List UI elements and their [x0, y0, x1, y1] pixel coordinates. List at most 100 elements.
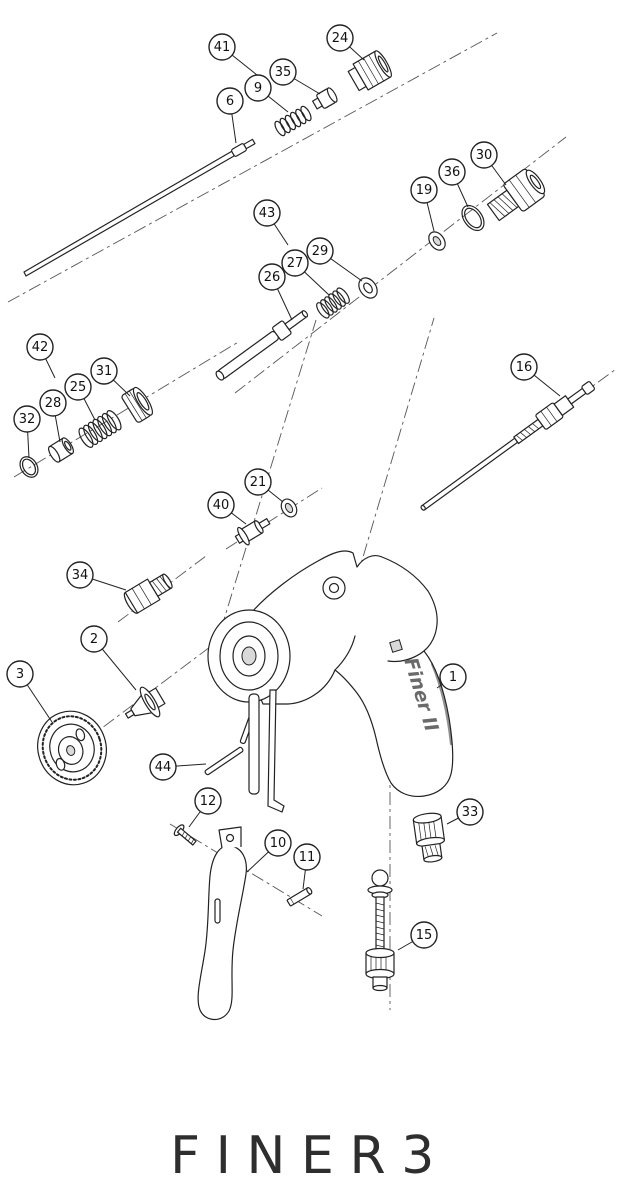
part-callout-30: 30 — [470, 141, 507, 186]
part-callout-21: 21 — [244, 468, 284, 503]
callout-balloon-28 — [39, 389, 67, 417]
callout-balloon-29 — [306, 237, 334, 265]
callout-balloon-27 — [281, 249, 309, 277]
callout-number-1: 1 — [449, 670, 457, 685]
callout-balloon-43 — [253, 199, 281, 227]
callout-balloon-32 — [13, 405, 41, 433]
part-callout-15: 15 — [397, 921, 438, 951]
part-9-needle-spring — [274, 105, 312, 137]
part-callout-32: 32 — [13, 405, 41, 459]
part-15-fluid-adjust-assembly — [365, 869, 395, 992]
callout-number-11: 11 — [299, 850, 316, 865]
part-callout-34: 34 — [66, 561, 127, 591]
trigger-link-bar — [248, 693, 260, 795]
part-callout-9: 9 — [244, 74, 289, 113]
callout-number-2: 2 — [90, 632, 98, 647]
part-1-gun-body: Finer II — [207, 550, 454, 813]
callout-balloon-35 — [269, 58, 297, 86]
part-callout-19: 19 — [410, 176, 438, 232]
part-30-hose-connector — [486, 168, 546, 222]
part-callout-1: 1 — [436, 663, 467, 691]
callout-balloon-19 — [410, 176, 438, 204]
callout-layer: 4124359630361943292726423125283216214034… — [6, 24, 561, 951]
callout-number-44: 44 — [155, 760, 172, 775]
part-callout-43: 43 — [253, 199, 289, 246]
part-callout-27: 27 — [281, 249, 330, 296]
part-callout-41: 41 — [208, 33, 263, 80]
callout-number-19: 19 — [416, 183, 433, 198]
callout-number-28: 28 — [45, 396, 62, 411]
callout-number-35: 35 — [275, 65, 292, 80]
callout-balloon-44 — [149, 753, 177, 781]
callout-balloon-1 — [439, 663, 467, 691]
callout-balloon-12 — [194, 787, 222, 815]
callout-balloon-41 — [208, 33, 236, 61]
part-callout-11: 11 — [293, 843, 321, 890]
callout-number-32: 32 — [19, 412, 36, 427]
part-19-packing — [428, 231, 446, 251]
callout-number-34: 34 — [72, 568, 89, 583]
part-callout-29: 29 — [306, 237, 363, 282]
callout-balloon-31 — [90, 357, 118, 385]
part-21-washer — [280, 498, 298, 518]
callout-number-10: 10 — [270, 836, 287, 851]
part-callout-28: 28 — [39, 389, 67, 443]
part-25-spring — [78, 410, 122, 448]
part-16-pattern-adjust-rod — [420, 381, 595, 511]
callout-number-6: 6 — [226, 94, 234, 109]
callout-balloon-42 — [26, 333, 54, 361]
part-callout-35: 35 — [269, 58, 321, 95]
callout-number-16: 16 — [516, 360, 533, 375]
part-40-air-valve — [234, 518, 271, 546]
part-26-needle-shaft — [215, 310, 309, 381]
callout-number-43: 43 — [259, 206, 276, 221]
part-callout-6: 6 — [216, 87, 244, 144]
callout-number-9: 9 — [254, 81, 262, 96]
part-callout-33: 33 — [446, 798, 484, 826]
callout-balloon-6 — [216, 87, 244, 115]
trigger-spring-leaf — [267, 689, 285, 813]
part-29-washer — [358, 277, 378, 299]
callout-number-21: 21 — [250, 475, 267, 490]
callout-number-36: 36 — [444, 165, 461, 180]
callout-number-42: 42 — [32, 340, 49, 355]
callout-number-24: 24 — [332, 31, 349, 46]
callout-balloon-3 — [6, 660, 34, 688]
callout-number-26: 26 — [264, 270, 281, 285]
part-35-packing-nut — [312, 87, 338, 110]
part-12-trigger-screw — [173, 824, 197, 846]
part-callout-2: 2 — [80, 625, 137, 691]
callout-number-31: 31 — [96, 364, 113, 379]
part-callout-36: 36 — [438, 158, 469, 208]
diagram-title: FINER3 — [170, 1126, 450, 1185]
part-callout-12: 12 — [188, 787, 222, 828]
part-callout-26: 26 — [258, 263, 293, 321]
part-11-trigger-pivot-pin — [286, 887, 313, 907]
part-32-o-ring — [19, 456, 39, 478]
callout-balloon-30 — [470, 141, 498, 169]
callout-balloon-9 — [244, 74, 272, 102]
callout-balloon-21 — [244, 468, 272, 496]
part-24-retainer-nut — [347, 50, 392, 92]
part-31-retaining-ring — [121, 386, 154, 423]
callout-number-29: 29 — [312, 244, 329, 259]
part-6-needle — [23, 138, 256, 277]
callout-number-15: 15 — [416, 928, 433, 943]
part-callout-42: 42 — [26, 333, 56, 379]
callout-balloon-40 — [207, 491, 235, 519]
callout-number-41: 41 — [214, 40, 231, 55]
part-3-air-cap — [37, 710, 107, 786]
part-callout-25: 25 — [64, 373, 96, 421]
part-callout-44: 44 — [149, 753, 207, 781]
callout-number-33: 33 — [462, 805, 479, 820]
part-36-o-ring — [461, 204, 485, 232]
part-44-trigger-pin — [204, 715, 255, 776]
callout-balloon-24 — [326, 24, 354, 52]
callout-balloon-11 — [293, 843, 321, 871]
callout-balloon-15 — [410, 921, 438, 949]
callout-balloon-10 — [264, 829, 292, 857]
part-33-fluid-inlet-nipple — [412, 812, 446, 863]
part-27-spring — [316, 287, 350, 319]
part-callout-40: 40 — [207, 491, 247, 525]
